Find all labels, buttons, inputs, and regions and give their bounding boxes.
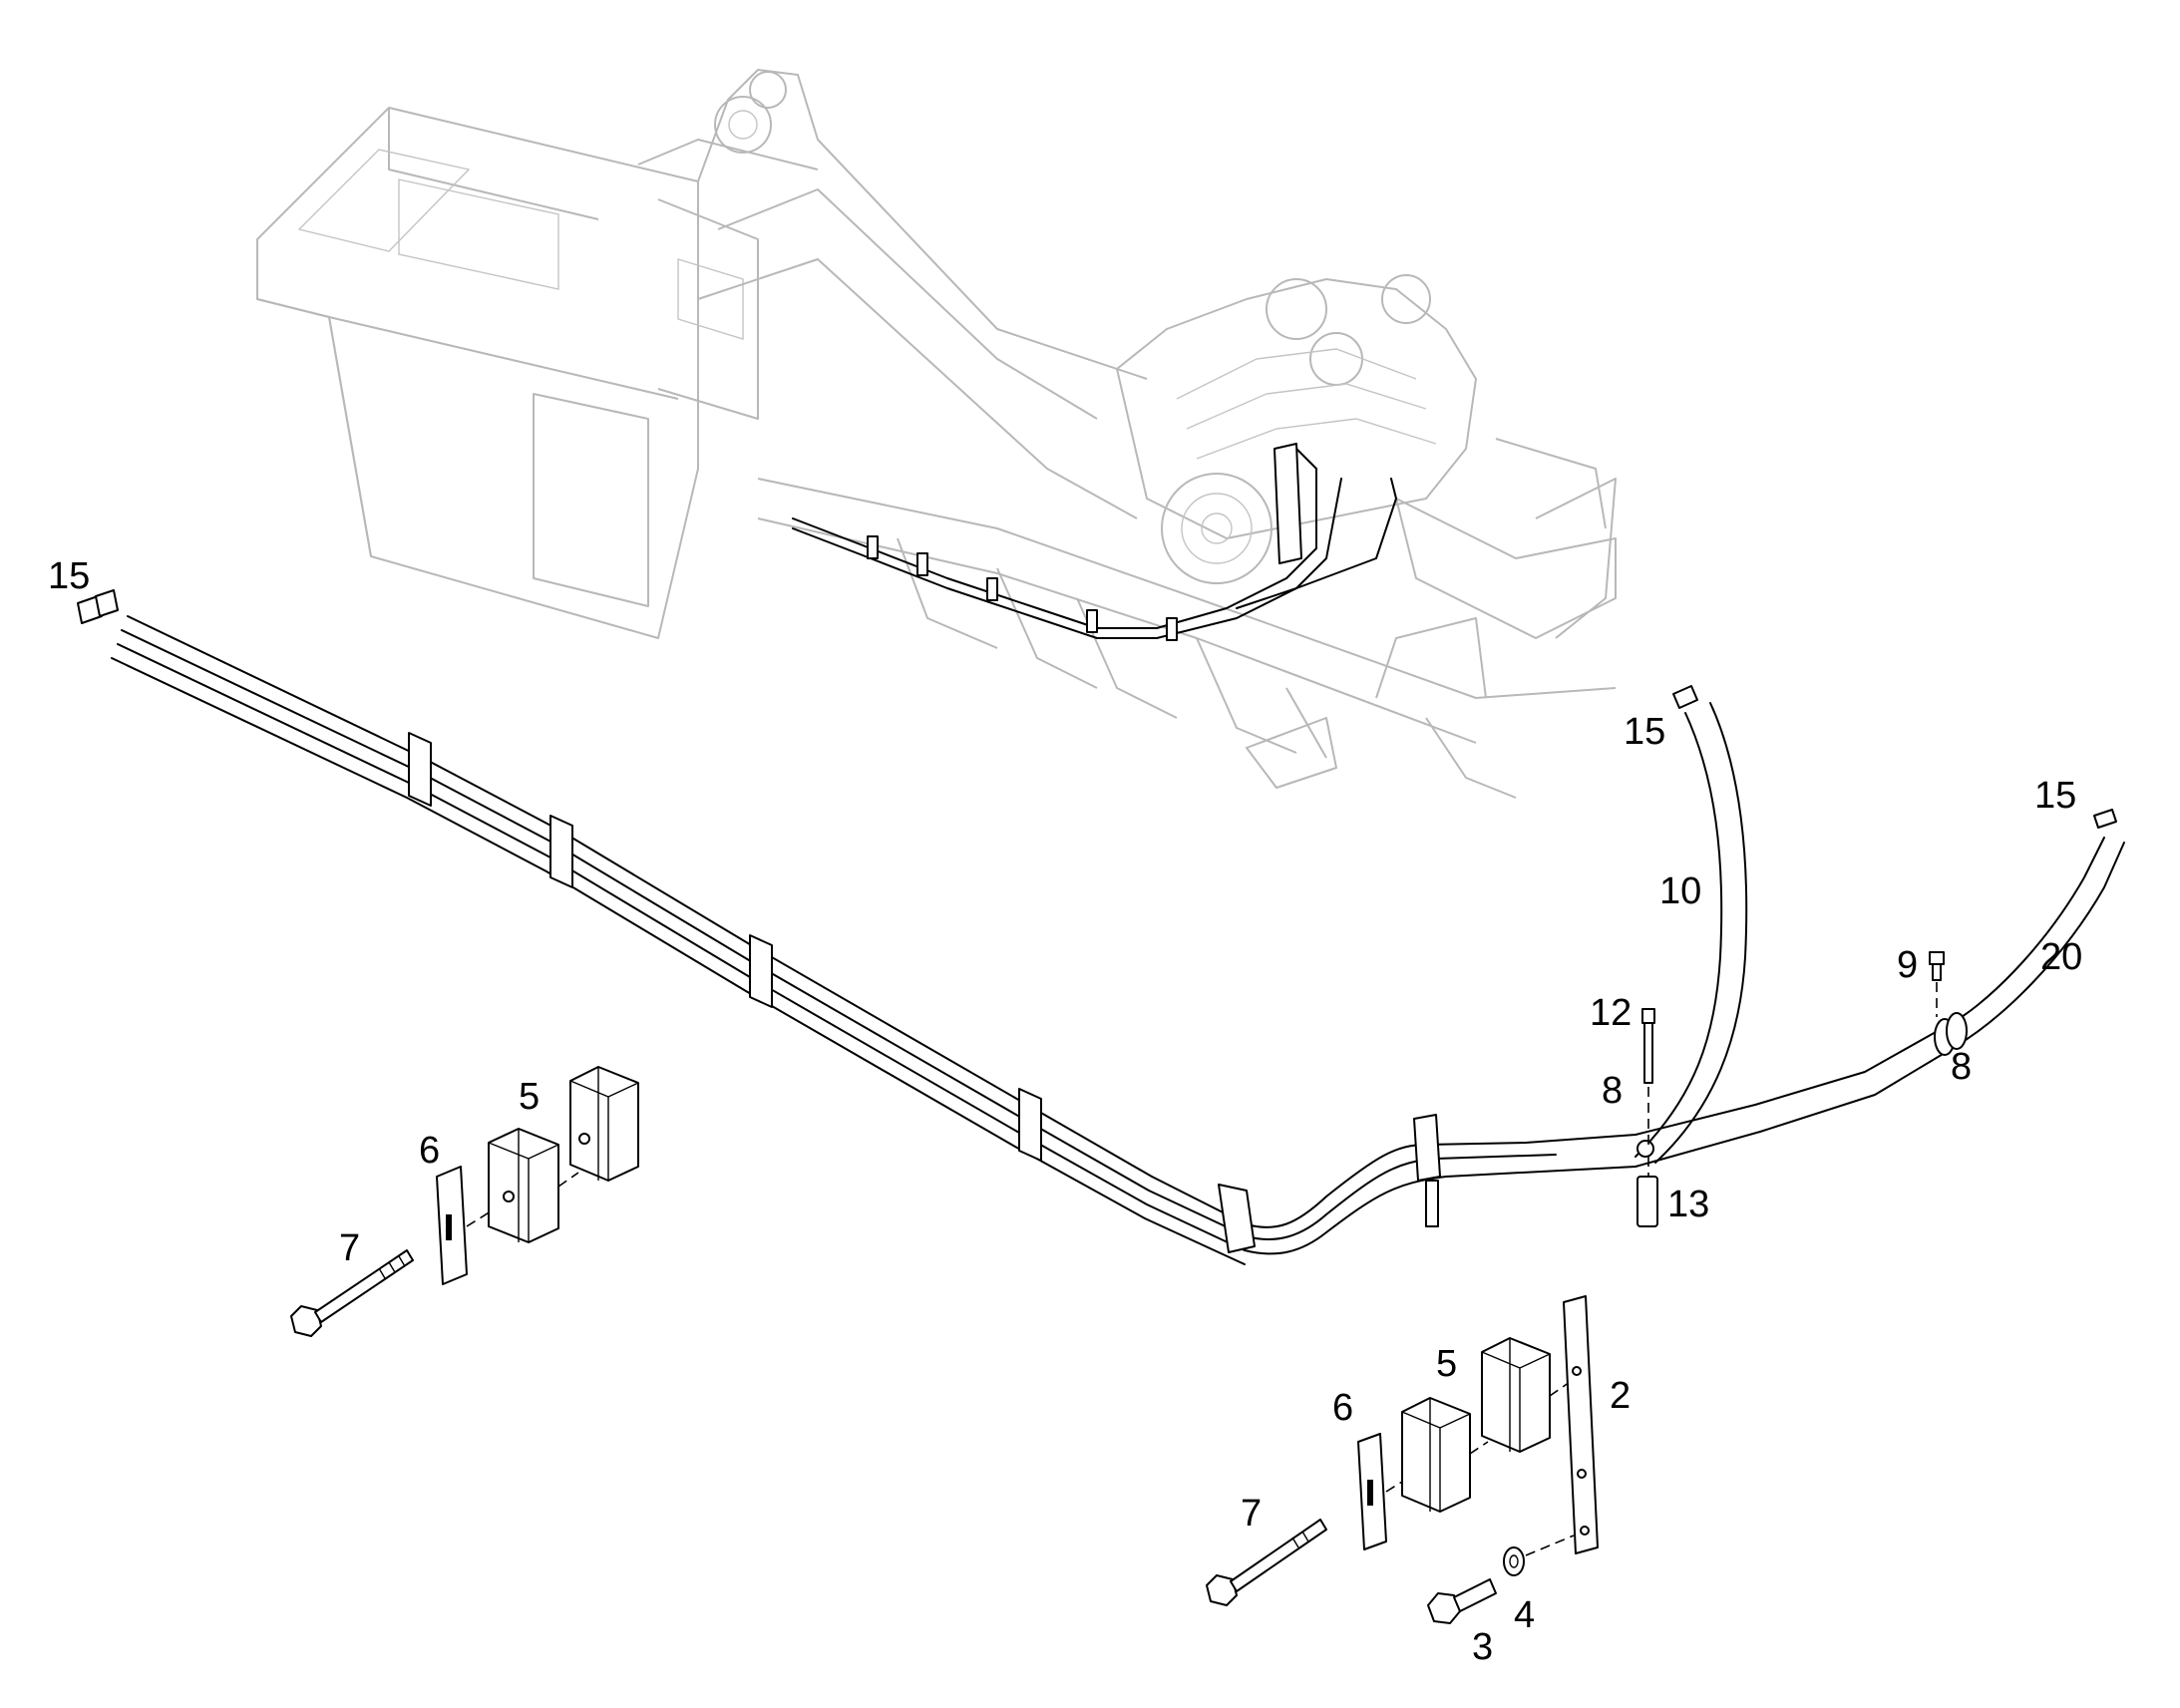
callout-9: 9 <box>1897 944 1918 986</box>
callout-12: 12 <box>1590 992 1632 1034</box>
callout-8-left: 8 <box>1602 1070 1623 1112</box>
left-clamp-exploded <box>290 1066 639 1337</box>
callout-4: 4 <box>1514 1594 1535 1636</box>
junction-fasteners <box>1636 951 1945 1227</box>
callout-15-top-left: 15 <box>48 555 90 597</box>
hose-end-fitting <box>77 589 2117 829</box>
callout-7-right: 7 <box>1241 1493 1262 1535</box>
installed-hose-routing <box>792 443 1397 641</box>
callout-8-right: 8 <box>1951 1046 1972 1088</box>
callout-5-right: 5 <box>1436 1343 1457 1385</box>
callout-3: 3 <box>1472 1626 1493 1668</box>
callout-20: 20 <box>2040 936 2082 978</box>
callout-5-left: 5 <box>519 1076 540 1118</box>
callout-15-right: 15 <box>2034 775 2076 817</box>
callout-15-mid: 15 <box>1624 711 1665 753</box>
callout-13: 13 <box>1667 1184 1709 1225</box>
machine-frame <box>256 69 1617 799</box>
main-hose-assembly <box>77 589 2125 1265</box>
callout-6-right: 6 <box>1332 1387 1353 1429</box>
callout-10: 10 <box>1659 870 1701 912</box>
hose-clamp <box>408 732 1441 1253</box>
callout-7-left: 7 <box>339 1227 360 1269</box>
callout-2: 2 <box>1610 1375 1631 1417</box>
callout-6-left: 6 <box>419 1130 440 1172</box>
callout-labels: 15 15 15 10 20 9 12 8 8 13 5 6 7 5 6 7 2… <box>48 555 2082 1668</box>
right-clamp-exploded <box>1206 1295 1599 1624</box>
